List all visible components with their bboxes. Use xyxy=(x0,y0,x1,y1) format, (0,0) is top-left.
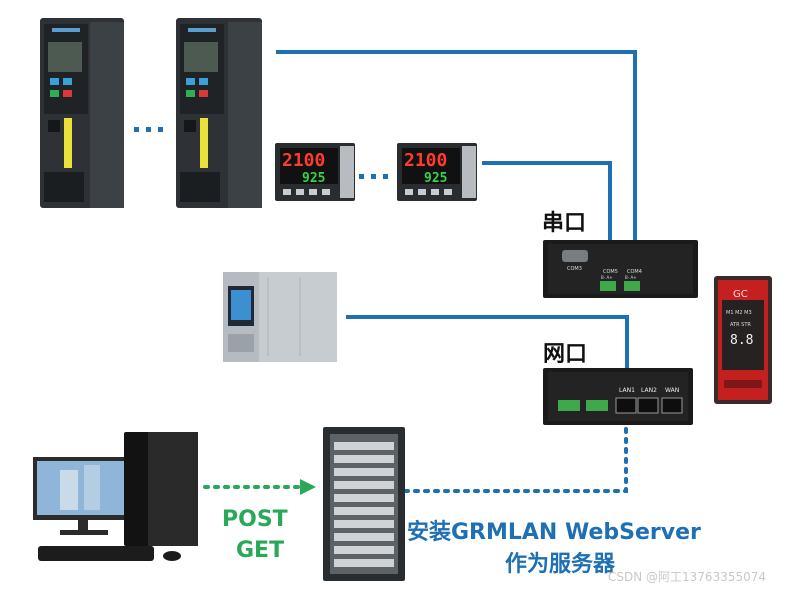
power-terminal-1 xyxy=(558,400,580,411)
wan-label: WAN xyxy=(665,387,679,394)
plc-to-ethernet-line xyxy=(346,315,629,368)
mouse xyxy=(163,551,181,561)
as-server-label: 作为服务器 xyxy=(505,552,616,577)
install-webserver-label: 安装GRMLAN WebServer xyxy=(407,520,701,545)
server-rack xyxy=(323,427,405,581)
serial-port-label: 串口 xyxy=(542,211,587,236)
lan1-port xyxy=(615,397,637,414)
ethernet-port-label: 网口 xyxy=(543,342,588,367)
controller-2-top-value: 2100 xyxy=(404,150,447,171)
wan-port xyxy=(661,397,683,414)
controller-1-bottom-value: 925 xyxy=(302,171,325,186)
inverter-2 xyxy=(176,18,262,208)
inverter-to-serial-line xyxy=(276,50,637,240)
com5-terminal xyxy=(600,281,616,291)
ethernet-gateway: LAN1 LAN2 WAN xyxy=(543,368,693,425)
lan2-label: LAN2 xyxy=(641,387,657,394)
post-get-arrow xyxy=(203,479,316,495)
module-logo: GC xyxy=(733,289,748,300)
serial-gateway: COM3 COM5 COM4 B- A+ B- A+ xyxy=(543,240,698,298)
watermark: CSDN @阿工13763355074 xyxy=(608,570,767,584)
module-status-row: ATR STR xyxy=(730,322,751,328)
inverter-1 xyxy=(40,18,124,208)
get-label: GET xyxy=(236,538,285,563)
temperature-controller-2: 2100 925 xyxy=(397,143,477,201)
com5-label: COM5 xyxy=(603,269,618,275)
post-label: POST xyxy=(222,507,288,532)
pc-workstation xyxy=(33,432,198,561)
com4-label: COM4 xyxy=(627,269,642,275)
com3-label: COM3 xyxy=(567,266,582,272)
module-indicators: M1 M2 M3 xyxy=(726,310,752,316)
plc-controller xyxy=(223,272,337,362)
server-to-ethernet-dotted-line xyxy=(403,426,628,493)
lan2-port xyxy=(637,397,659,414)
gc-module: GC M1 M2 M3 ATR STR 8.8 xyxy=(714,276,772,404)
keyboard xyxy=(38,546,154,561)
temperature-controller-1: 2100 925 xyxy=(275,143,355,201)
ellipsis-dots xyxy=(134,127,388,179)
connection-lines xyxy=(276,50,637,368)
lan1-label: LAN1 xyxy=(619,387,635,394)
com4-pins-label: B- A+ xyxy=(625,275,637,280)
com4-terminal xyxy=(624,281,640,291)
controller-2-bottom-value: 925 xyxy=(424,171,447,186)
controller-1-top-value: 2100 xyxy=(282,150,325,171)
com5-pins-label: B- A+ xyxy=(601,275,613,280)
controller-to-serial-line xyxy=(482,161,612,240)
module-digits: 8.8 xyxy=(730,333,753,348)
power-terminal-2 xyxy=(586,400,608,411)
arrowhead-icon xyxy=(300,479,316,495)
